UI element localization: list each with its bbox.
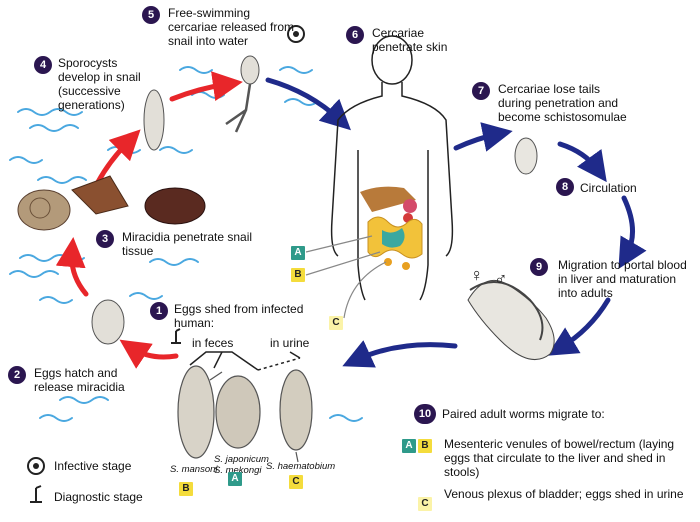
step-10-label: Paired adult worms migrate to:	[442, 407, 605, 421]
step-3-label: Miracidia penetrate snail tissue	[122, 230, 253, 258]
red-arrows	[55, 71, 243, 369]
route-feces-label: in feces	[192, 336, 234, 350]
step-6-badge: 6	[346, 26, 364, 44]
tag-a-migration: A	[402, 439, 416, 453]
step-2-badge: 2	[8, 366, 26, 384]
step-6-label: Cercariae penetrate skin	[372, 26, 448, 54]
step-4-label: Sporocysts develop in snail (successive …	[58, 56, 141, 112]
schistosomulum	[514, 137, 538, 175]
cercaria	[225, 55, 260, 133]
female-symbol: ♀	[470, 265, 484, 285]
biohazard-icon	[287, 25, 305, 43]
step-9-badge: 9	[530, 258, 548, 276]
migration-bowel-label: Mesenteric venules of bowel/rectum (layi…	[444, 437, 675, 479]
step-1-label: Eggs shed from infected human:	[174, 302, 304, 330]
step-3-badge: 3	[96, 230, 114, 248]
adult-worm-pair	[467, 279, 555, 361]
miracidium	[91, 299, 125, 345]
tag-b-mansoni: B	[179, 482, 193, 496]
step-4-badge: 4	[34, 56, 52, 74]
step-2-label: Eggs hatch and release miracidia	[34, 366, 125, 394]
species-japonicum: S. japonicum	[214, 454, 269, 465]
tag-a-organ: A	[291, 246, 305, 260]
species-haematobium: S. haematobium	[266, 461, 336, 472]
tag-c-organ: C	[329, 316, 343, 330]
legend-diagnostic-label: Diagnostic stage	[54, 490, 143, 504]
step-1-badge: 1	[150, 302, 168, 320]
biohazard-icon	[27, 457, 45, 475]
species-mansoni: S. mansoni	[170, 464, 218, 475]
tag-b-organ: B	[291, 268, 305, 282]
sporocyst	[143, 89, 165, 151]
step-7-label: Cercariae lose tails during penetration …	[498, 82, 627, 124]
tag-c-migration: C	[418, 497, 432, 511]
step-8-badge: 8	[556, 178, 574, 196]
migration-bladder-label: Venous plexus of bladder; eggs shed in u…	[444, 487, 684, 501]
species-mekongi: S. mekongi	[214, 465, 262, 476]
male-symbol: ♂	[494, 269, 508, 289]
internal-organs	[360, 186, 423, 270]
step-8-label: Circulation	[580, 181, 637, 195]
step-5-label: Free-swimming cercariae released from sn…	[168, 6, 295, 48]
tag-c-haematobium: C	[289, 475, 303, 489]
step-9-label: Migration to portal blood in liver and m…	[558, 258, 687, 300]
microscope-icon	[171, 328, 181, 344]
step-10-badge: 10	[414, 404, 436, 424]
step-7-badge: 7	[472, 82, 490, 100]
eggs	[177, 365, 313, 463]
legend-infective-label: Infective stage	[54, 459, 132, 473]
tag-a-japonicum: A	[228, 472, 242, 486]
snails	[17, 175, 206, 231]
route-urine-label: in urine	[270, 336, 310, 350]
step-5-badge: 5	[142, 6, 160, 24]
microscope-icon	[30, 485, 42, 503]
human-outline	[330, 35, 454, 301]
tag-b-migration: B	[418, 439, 432, 453]
blue-arrows	[265, 77, 647, 368]
water-waves	[9, 66, 363, 422]
